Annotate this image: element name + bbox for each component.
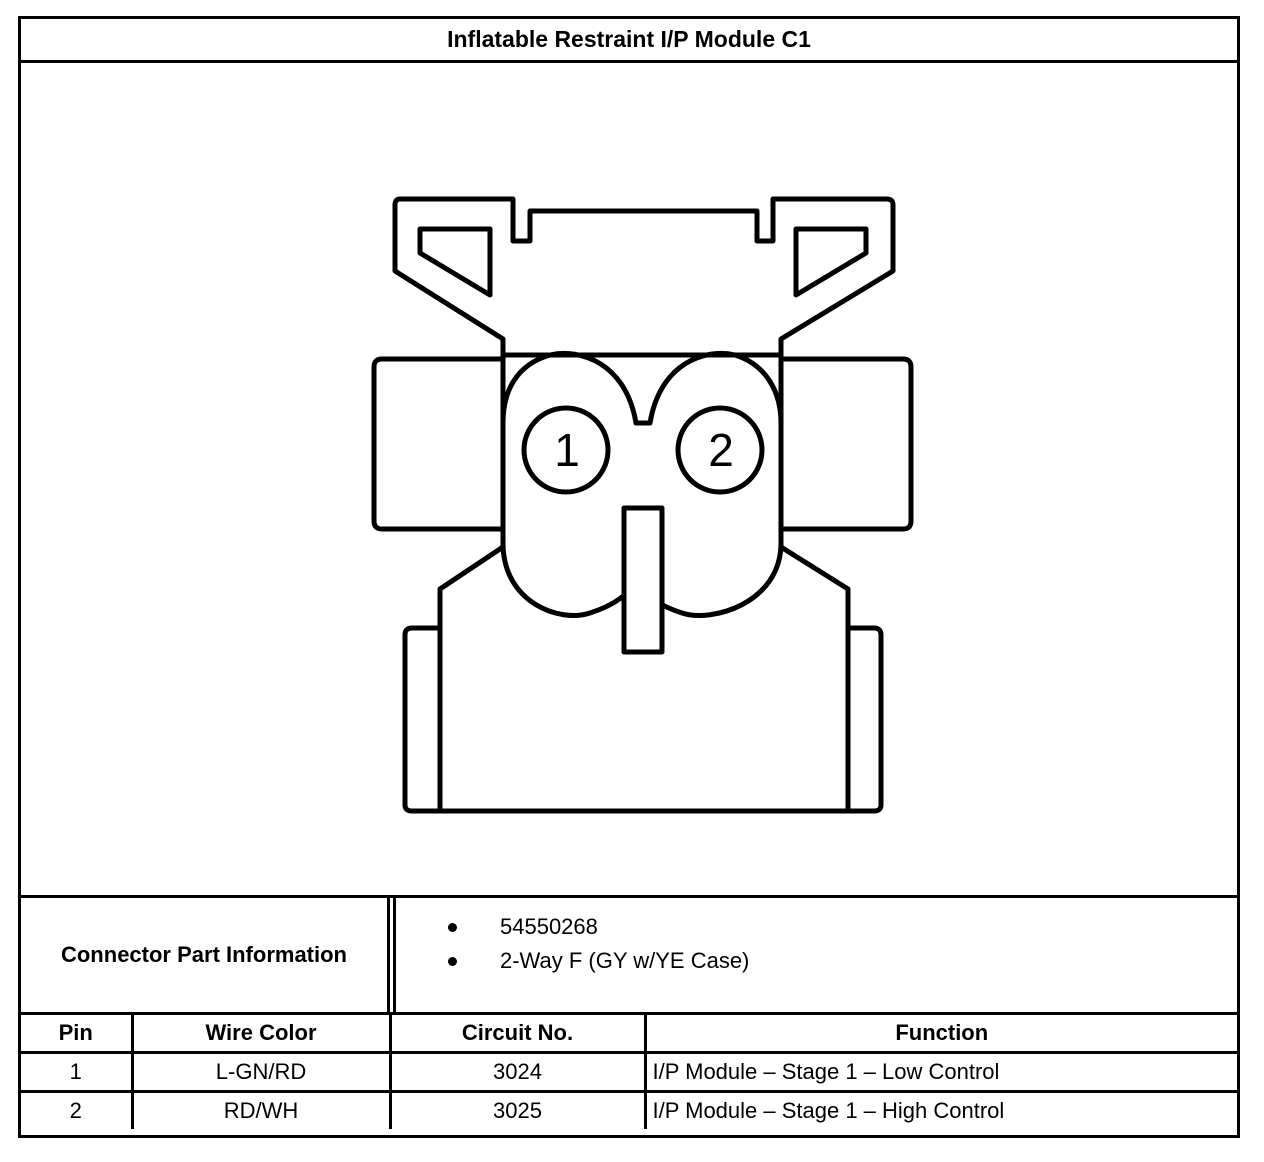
bullet-icon [448, 957, 457, 966]
table-row: 2 RD/WH 3025 I/P Module – Stage 1 – High… [21, 1090, 1237, 1129]
part-info-item: 54550268 [448, 910, 749, 944]
bullet-icon [448, 923, 457, 932]
cell-pin: 2 [21, 1090, 134, 1129]
pin-table: Pin Wire Color Circuit No. Function 1 L-… [21, 1012, 1237, 1129]
header-pin: Pin [21, 1012, 134, 1054]
connector-upper-housing [392, 196, 896, 358]
left-latch-window [417, 226, 493, 298]
cell-circuit: 3024 [388, 1051, 647, 1093]
connector-lower-housing [437, 355, 851, 814]
connector-sheet: Inflatable Restraint I/P Module C1 [18, 16, 1240, 1138]
header-circuit: Circuit No. [388, 1012, 647, 1054]
table-row: 1 L-GN/RD 3024 I/P Module – Stage 1 – Lo… [21, 1051, 1237, 1093]
connector-drawing: 1 2 [21, 63, 1237, 895]
part-info-label: Connector Part Information [21, 898, 390, 1012]
connector-description: 2-Way F (GY w/YE Case) [500, 948, 750, 973]
keying-rib [621, 505, 665, 655]
page-title: Inflatable Restraint I/P Module C1 [21, 19, 1237, 63]
left-side-tab [371, 356, 503, 532]
cell-wire-color: RD/WH [130, 1090, 392, 1129]
part-info-list: 54550268 2-Way F (GY w/YE Case) [393, 898, 1237, 1012]
cell-function: I/P Module – Stage 1 – High Control [643, 1090, 1237, 1129]
left-lower-rail [402, 625, 440, 814]
pin-table-header: Pin Wire Color Circuit No. Function [21, 1012, 1237, 1054]
cell-pin: 1 [21, 1051, 134, 1093]
cell-function: I/P Module – Stage 1 – Low Control [643, 1051, 1237, 1093]
pin-1-label: 1 [554, 424, 580, 476]
connector-part-info: Connector Part Information 54550268 2-Wa… [21, 895, 1237, 1012]
part-number: 54550268 [500, 914, 598, 939]
header-wire-color: Wire Color [130, 1012, 392, 1054]
right-latch-window [793, 226, 869, 298]
pin-1-circle [521, 405, 611, 495]
cell-circuit: 3025 [388, 1090, 647, 1129]
pin-2-circle [675, 405, 765, 495]
pin-2-label: 2 [708, 424, 734, 476]
header-function: Function [643, 1012, 1237, 1054]
connector-face-svg [371, 196, 914, 814]
part-info-item: 2-Way F (GY w/YE Case) [448, 944, 749, 978]
right-side-tab [781, 356, 914, 532]
cell-wire-color: L-GN/RD [130, 1051, 392, 1093]
right-lower-rail [848, 625, 884, 814]
